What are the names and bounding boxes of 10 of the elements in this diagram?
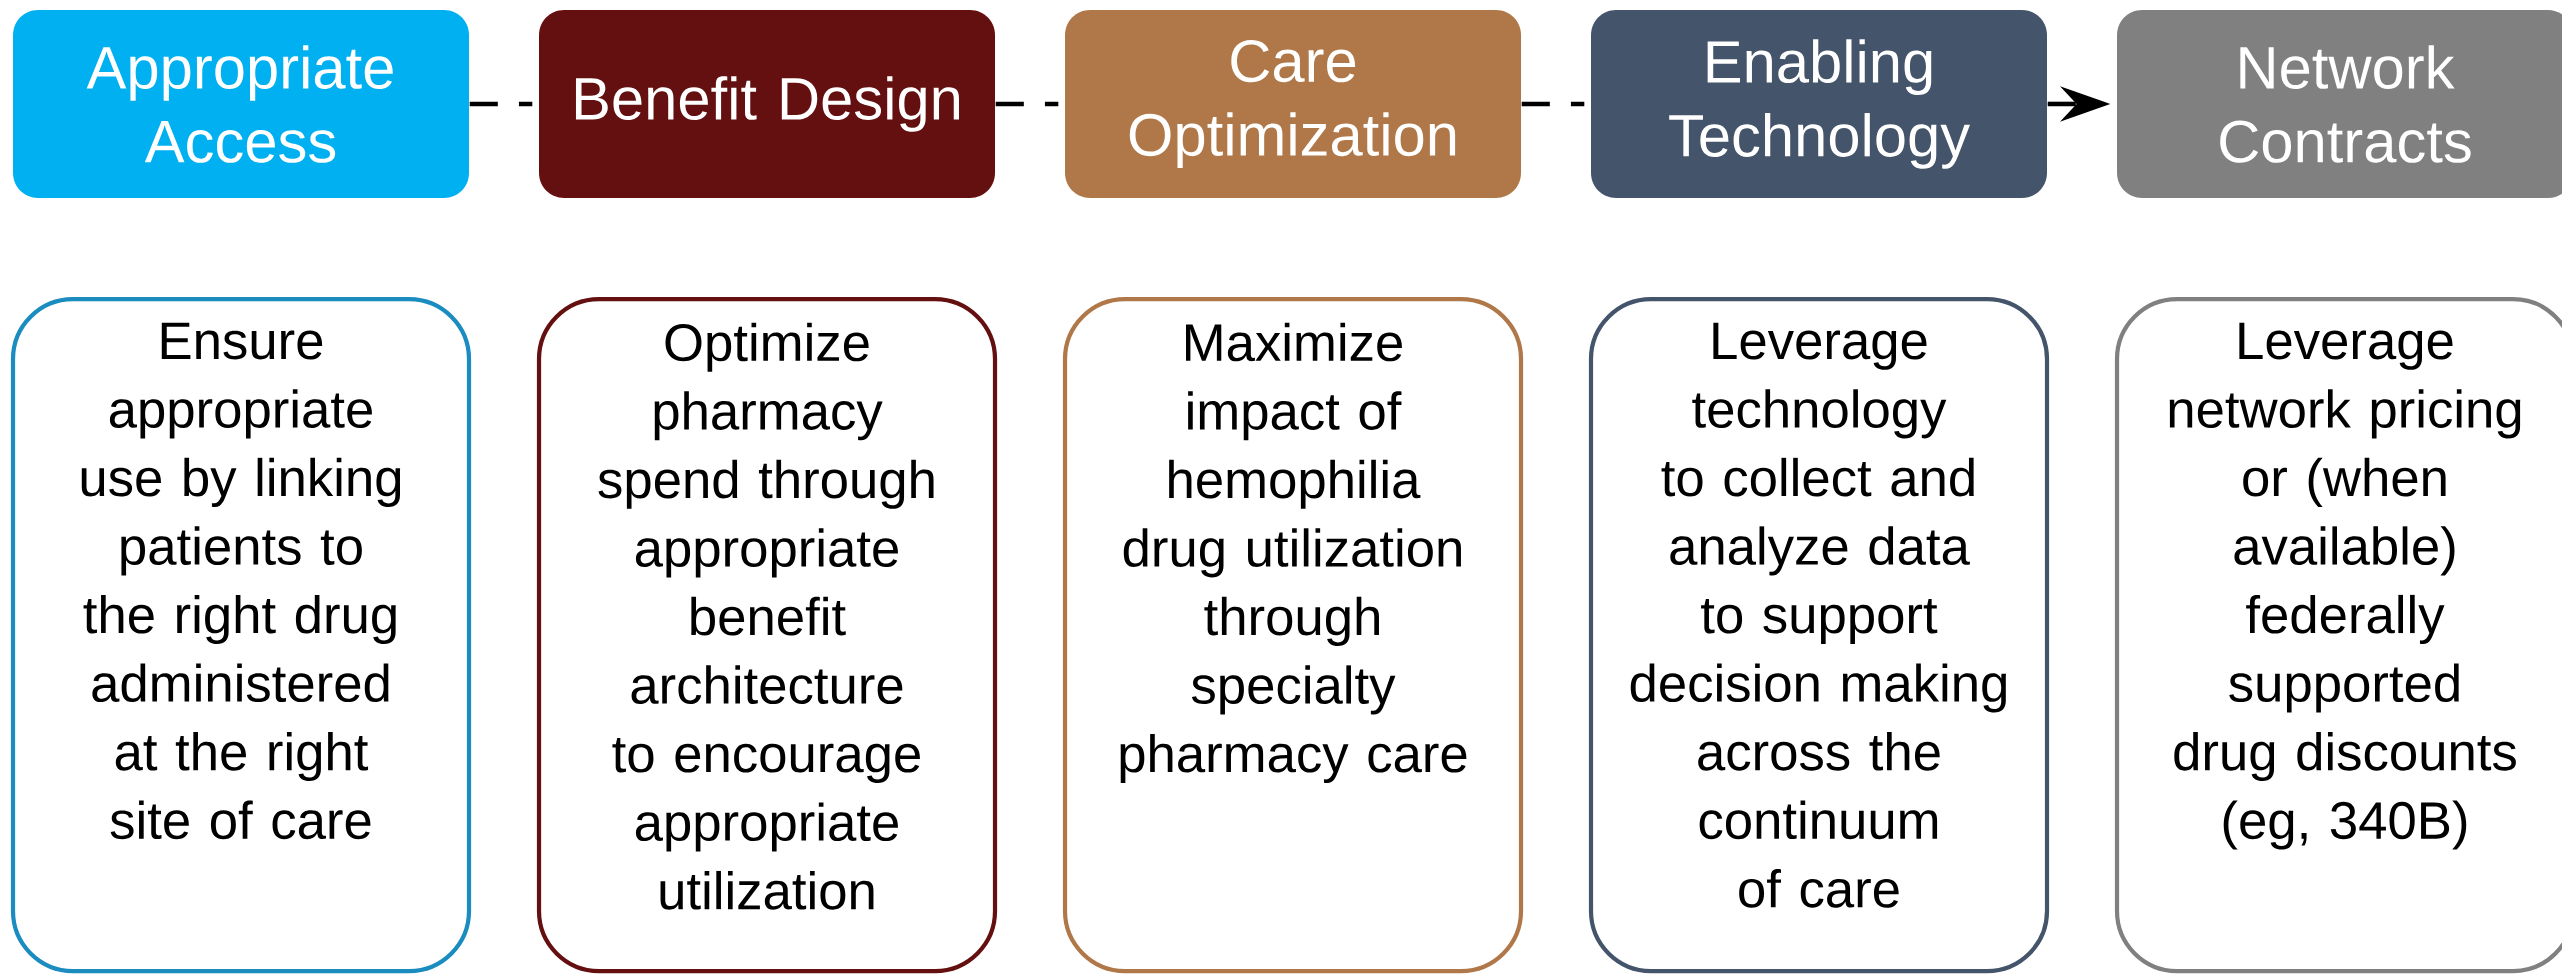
heading-box: Care Optimization — [1065, 10, 1521, 198]
heading-box: Appropriate Access — [13, 10, 469, 198]
heading-box: Enabling Technology — [1591, 10, 2047, 198]
description-box: Leverage network pricing or (when available) federally supported drug discounts (eg, 340B) — [2114, 297, 2562, 974]
description-box: Leverage technology to collect and analyze data to support decision making across the continuum of care — [1588, 297, 2050, 974]
heading-box: Benefit Design — [539, 10, 995, 198]
description-box: Ensure appropriate use by linking patients to the right drug administered at the right site of care — [10, 297, 472, 974]
heading-box: Network Contracts — [2117, 10, 2562, 198]
description-box: Optimize pharmacy spend through appropriate benefit architecture to encourage appropriate utilization — [536, 297, 998, 974]
description-box: Maximize impact of hemophilia drug utilization through specialty pharmacy care — [1062, 297, 1524, 974]
